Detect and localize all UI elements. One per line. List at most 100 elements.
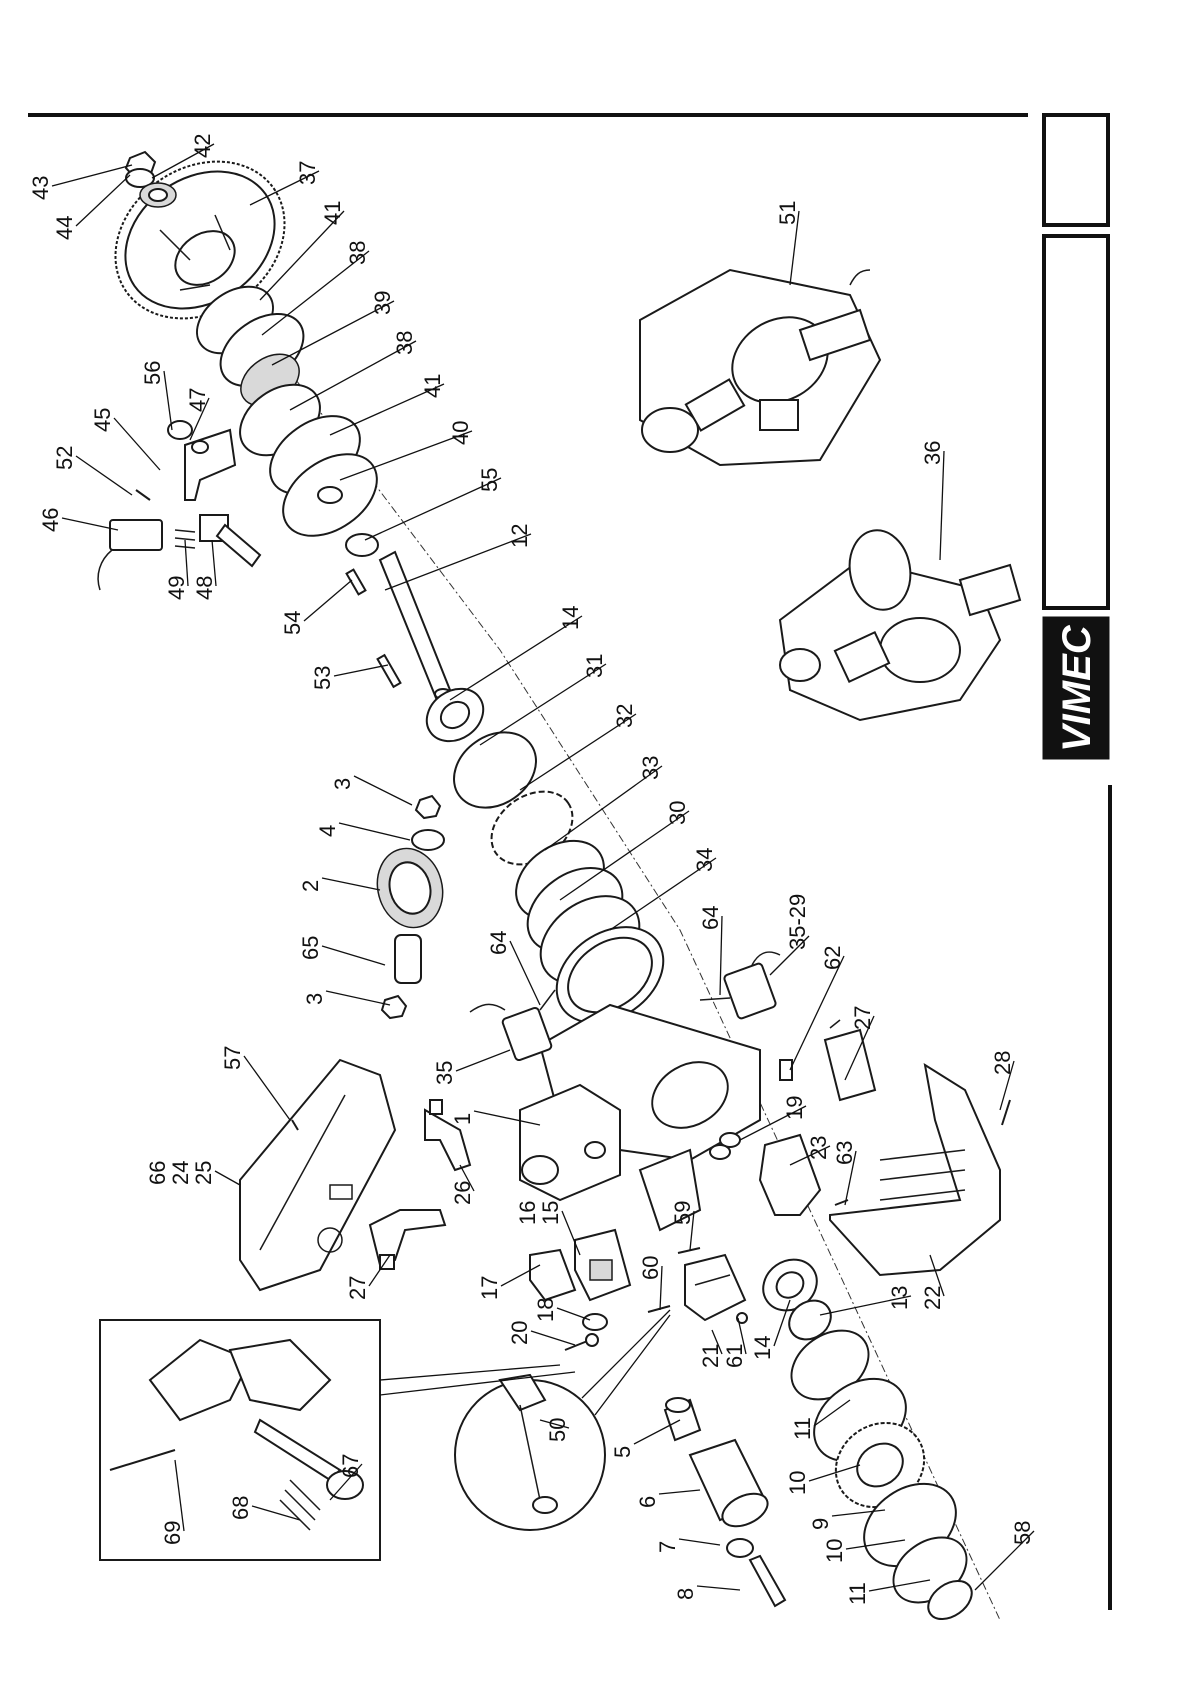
part-label-p17: 17 bbox=[477, 1276, 502, 1300]
leader-line-p4 bbox=[339, 823, 410, 840]
part-label-p31: 31 bbox=[582, 654, 607, 678]
circuit-board-21 bbox=[685, 1255, 747, 1323]
part-label-p3b: 3 bbox=[302, 993, 327, 1005]
part-label-p15: 15 bbox=[538, 1201, 563, 1225]
part-label-p7: 7 bbox=[655, 1541, 680, 1553]
part-label-p64b: 64 bbox=[698, 906, 723, 930]
leader-line-p3a bbox=[354, 776, 412, 805]
part-label-p34: 34 bbox=[692, 848, 717, 872]
part-label-p50: 50 bbox=[545, 1418, 570, 1442]
limit-switch-35 bbox=[470, 990, 555, 1061]
leader-line-p20 bbox=[531, 1331, 575, 1345]
part-label-p55: 55 bbox=[477, 468, 502, 492]
part-label-p51: 51 bbox=[775, 201, 800, 225]
switch-block-15-16 bbox=[530, 1230, 630, 1300]
leader-line-p43 bbox=[52, 165, 132, 186]
part-label-p41a: 41 bbox=[320, 201, 345, 225]
part-label-p46: 46 bbox=[38, 508, 63, 532]
part-label-p39: 39 bbox=[370, 291, 395, 315]
part-label-p24: 24 bbox=[168, 1161, 193, 1185]
part-label-p10a: 10 bbox=[785, 1471, 810, 1495]
part-label-p12: 12 bbox=[507, 524, 532, 548]
part-label-p5: 5 bbox=[610, 1446, 635, 1458]
leader-line-p6 bbox=[659, 1490, 700, 1494]
part-label-p65: 65 bbox=[298, 936, 323, 960]
part-label-p48: 48 bbox=[192, 576, 217, 600]
part-label-p20: 20 bbox=[507, 1321, 532, 1345]
part-label-p43: 43 bbox=[28, 176, 53, 200]
part-label-p42: 42 bbox=[190, 134, 215, 158]
leader-line-p2 bbox=[322, 878, 380, 890]
part-label-p14b: 14 bbox=[750, 1336, 775, 1360]
part-label-p67: 67 bbox=[338, 1454, 363, 1478]
part-label-p40: 40 bbox=[448, 421, 473, 445]
limit-switch-35-29 bbox=[700, 952, 780, 1019]
leader-line-p54 bbox=[304, 580, 352, 621]
leader-line-p52 bbox=[76, 456, 132, 495]
leader-line-p56 bbox=[164, 371, 172, 430]
part-label-p18: 18 bbox=[533, 1298, 558, 1322]
leader-line-p7 bbox=[679, 1539, 720, 1545]
part-label-p38b: 38 bbox=[392, 331, 417, 355]
part-label-p56: 56 bbox=[140, 361, 165, 385]
part-label-p28: 28 bbox=[990, 1051, 1015, 1075]
part-label-p21: 21 bbox=[698, 1344, 723, 1368]
bearing-ring-stack bbox=[417, 678, 682, 1043]
part-label-p52: 52 bbox=[52, 446, 77, 470]
part-label-p32: 32 bbox=[612, 704, 637, 728]
part-label-p41b: 41 bbox=[420, 374, 445, 398]
brand-logo: VIMEC bbox=[1044, 618, 1108, 758]
title-box-top bbox=[1044, 115, 1108, 225]
part-label-p26: 26 bbox=[450, 1181, 475, 1205]
part-label-p27a: 27 bbox=[850, 1006, 875, 1030]
part-label-p38a: 38 bbox=[345, 241, 370, 265]
part-label-p25: 25 bbox=[191, 1161, 216, 1185]
bracket-27-lower bbox=[370, 1210, 445, 1269]
assembly-view-36 bbox=[780, 525, 1020, 720]
part-label-p14a: 14 bbox=[558, 606, 583, 630]
motor-assembly-5-8 bbox=[665, 1398, 785, 1606]
leader-line-p45 bbox=[114, 418, 160, 470]
part-label-p53: 53 bbox=[310, 666, 335, 690]
main-frame-1 bbox=[520, 1005, 760, 1230]
part-label-p59: 59 bbox=[670, 1201, 695, 1225]
part-label-p4: 4 bbox=[315, 825, 340, 837]
part-label-p58: 58 bbox=[1010, 1521, 1035, 1545]
cam-switch-group bbox=[98, 421, 260, 590]
part-label-p8: 8 bbox=[673, 1588, 698, 1600]
part-label-p36: 36 bbox=[920, 441, 945, 465]
bracket-26 bbox=[425, 1100, 470, 1170]
part-label-p47: 47 bbox=[185, 388, 210, 412]
leader-line-p44 bbox=[76, 175, 130, 226]
part-label-p60: 60 bbox=[638, 1256, 663, 1280]
part-label-p30: 30 bbox=[665, 801, 690, 825]
part-label-p64a: 64 bbox=[486, 931, 511, 955]
part-label-p1: 1 bbox=[450, 1113, 475, 1125]
part-label-p63: 63 bbox=[832, 1141, 857, 1165]
part-label-p6: 6 bbox=[635, 1496, 660, 1508]
pulley-stack bbox=[369, 796, 452, 1018]
part-label-p35-29: 35-29 bbox=[785, 894, 810, 950]
part-label-p2: 2 bbox=[298, 880, 323, 892]
part-label-p54: 54 bbox=[280, 611, 305, 635]
part-label-p22: 22 bbox=[920, 1286, 945, 1310]
title-box-middle bbox=[1044, 236, 1108, 608]
part-label-p44: 44 bbox=[52, 216, 77, 240]
leader-line-p36 bbox=[940, 451, 944, 560]
part-label-p9: 9 bbox=[808, 1518, 833, 1530]
part-label-p61: 61 bbox=[722, 1344, 747, 1368]
leader-line-p15 bbox=[562, 1211, 580, 1255]
logo-text: VIMEC bbox=[1055, 624, 1099, 752]
leader-line-p18 bbox=[557, 1308, 590, 1320]
part-label-p27b: 27 bbox=[345, 1276, 370, 1300]
leader-line-p35 bbox=[456, 1050, 510, 1071]
part-label-p66: 66 bbox=[145, 1161, 170, 1185]
part-label-p57: 57 bbox=[220, 1046, 245, 1070]
part-label-p69: 69 bbox=[160, 1521, 185, 1545]
clutch-disc-stack bbox=[185, 273, 393, 556]
leader-line-p64a bbox=[510, 941, 540, 1005]
assembly-view-51 bbox=[640, 270, 880, 465]
part-label-p49: 49 bbox=[164, 576, 189, 600]
part-label-p19: 19 bbox=[782, 1096, 807, 1120]
